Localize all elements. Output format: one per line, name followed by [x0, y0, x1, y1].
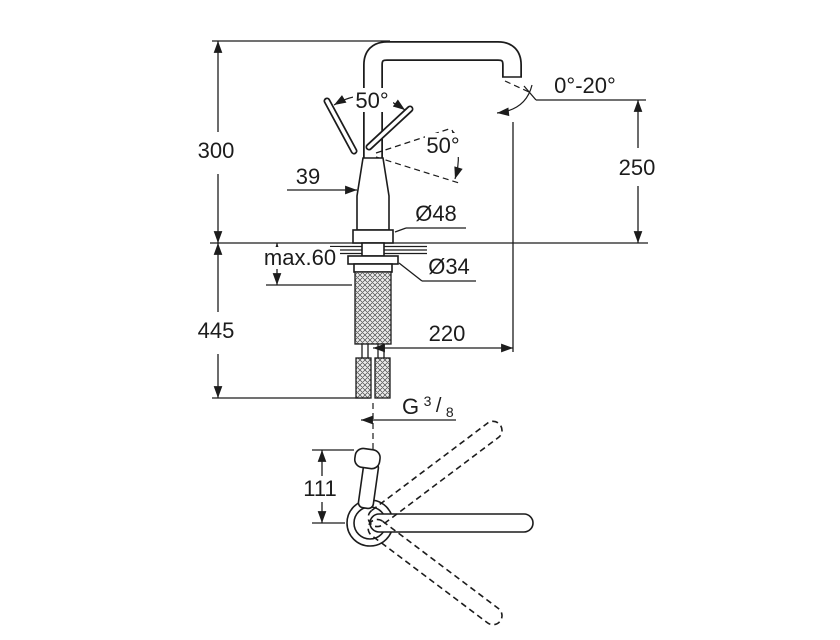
- dim-250-label: 250: [619, 155, 656, 180]
- dim-max60: max.60: [260, 243, 352, 286]
- hose-connector-left: [355, 357, 372, 399]
- faucet-body: [356, 157, 390, 231]
- dim-dia34: Ø34: [398, 254, 476, 282]
- dim-445-label: 445: [198, 318, 235, 343]
- spout-tube-inner: [364, 42, 521, 162]
- mounting-washer: [347, 255, 399, 265]
- base-diameter-label: Ø48: [415, 201, 457, 226]
- max-counter-thickness-label: max.60: [264, 245, 336, 270]
- spout-arm-swivel-down: [367, 518, 503, 626]
- spout-swivel-arrow: [496, 84, 533, 117]
- dim-300: 300: [198, 41, 235, 243]
- dim-dia48: Ø48: [394, 201, 466, 233]
- spout-angle-range-label: 0°-20°: [554, 73, 616, 98]
- handle-rotation-dashed-a: [375, 127, 453, 154]
- shank-diameter-label: Ø34: [428, 254, 470, 279]
- thread-denominator: 8: [446, 404, 454, 420]
- handle-rotation-dashed-b: [375, 156, 460, 184]
- dim-250: 250: [523, 85, 656, 243]
- thread-numerator: 3: [424, 393, 432, 409]
- handle-position-a-core: [325, 99, 356, 153]
- handle-rotation-angle-label: 50°: [426, 133, 459, 158]
- outlet-tilt-dashes: [504, 80, 530, 93]
- handle-tilt-angle-label: 50°: [355, 88, 388, 113]
- dim-220: 220: [373, 122, 514, 353]
- hose-connector-right: [374, 357, 391, 399]
- top-view: 111: [303, 420, 534, 626]
- label-mask: [260, 247, 340, 269]
- label-mask: [425, 133, 462, 157]
- mounting-shank: [361, 242, 385, 257]
- spout-reach-label: 220: [429, 321, 466, 346]
- dimensions: 300 445 250 0°-20° 50° 50° 39: [198, 41, 656, 450]
- thread-slash: /: [436, 395, 442, 417]
- handle-position-b-core: [367, 107, 412, 149]
- dim-111: 111: [303, 449, 354, 524]
- label-mask: [353, 88, 393, 112]
- top-view-depth-label: 111: [303, 476, 336, 501]
- dim-300-label: 300: [198, 138, 235, 163]
- spout-angle-leader: [523, 85, 537, 101]
- dim-445: 445: [198, 243, 235, 398]
- dim-39: 39: [287, 164, 357, 195]
- front-view: [210, 40, 648, 399]
- thread-prefix: G: [402, 394, 419, 419]
- braided-hose-bundle: [354, 271, 392, 345]
- dim-thread: G 3 / 8: [361, 393, 456, 450]
- handle-head-top-view: [353, 447, 381, 470]
- base-flange: [352, 229, 394, 244]
- thread-size-label: G 3 / 8: [402, 393, 454, 420]
- dim-39-label: 39: [296, 164, 320, 189]
- mounting-nut: [353, 263, 393, 273]
